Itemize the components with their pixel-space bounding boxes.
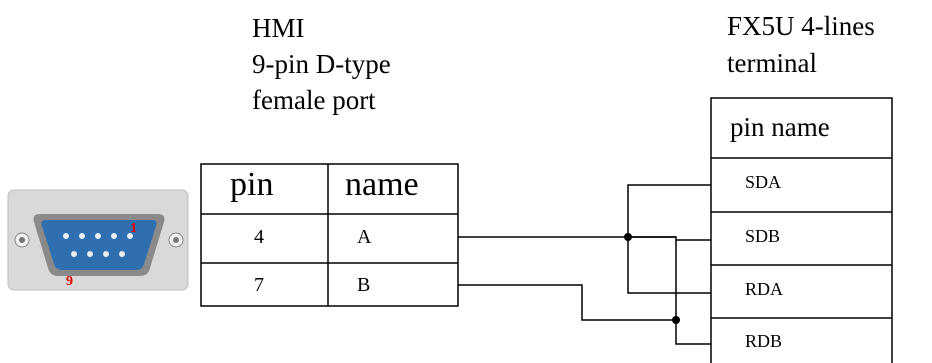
plc-row-rdb: RDB — [745, 331, 783, 351]
hmi-row-2-name: B — [357, 274, 371, 296]
hmi-title-line-3: female port — [252, 85, 376, 115]
junction-dot-b — [672, 316, 680, 324]
hmi-row-2-pin: 7 — [254, 274, 264, 296]
hmi-table-header-pin: pin — [230, 166, 274, 203]
hmi-title-line-1: HMI — [252, 13, 305, 43]
hmi-title: HMI 9-pin D-type female port — [252, 10, 391, 118]
plc-terminal-table-grid — [710, 97, 893, 363]
hmi-row-1-pin: 4 — [254, 226, 264, 248]
plc-title-line-1: FX5U 4-lines — [727, 11, 875, 41]
db9-pin-label-9: 9 — [66, 274, 73, 289]
db9-pin-label-1: 1 — [130, 221, 137, 236]
plc-title: FX5U 4-lines terminal — [727, 8, 875, 82]
junction-dot-a — [624, 233, 632, 241]
wire-a-to-sdb — [458, 236, 711, 241]
hmi-row-1-name: A — [357, 226, 372, 248]
hmi-table-header-name: name — [345, 166, 419, 203]
plc-row-sda: SDA — [745, 172, 782, 192]
wire-sda-rda-bridge — [627, 184, 711, 294]
hmi-pin-table-grid — [200, 163, 459, 307]
wire-b-to-rdb — [458, 284, 711, 345]
hmi-title-line-2: 9-pin D-type — [252, 49, 391, 79]
plc-row-rda: RDA — [745, 279, 784, 299]
plc-row-sdb: SDB — [745, 226, 781, 246]
plc-table-header: pin name — [730, 112, 830, 142]
plc-title-line-2: terminal — [727, 48, 817, 78]
db9-connector-image — [7, 189, 189, 291]
